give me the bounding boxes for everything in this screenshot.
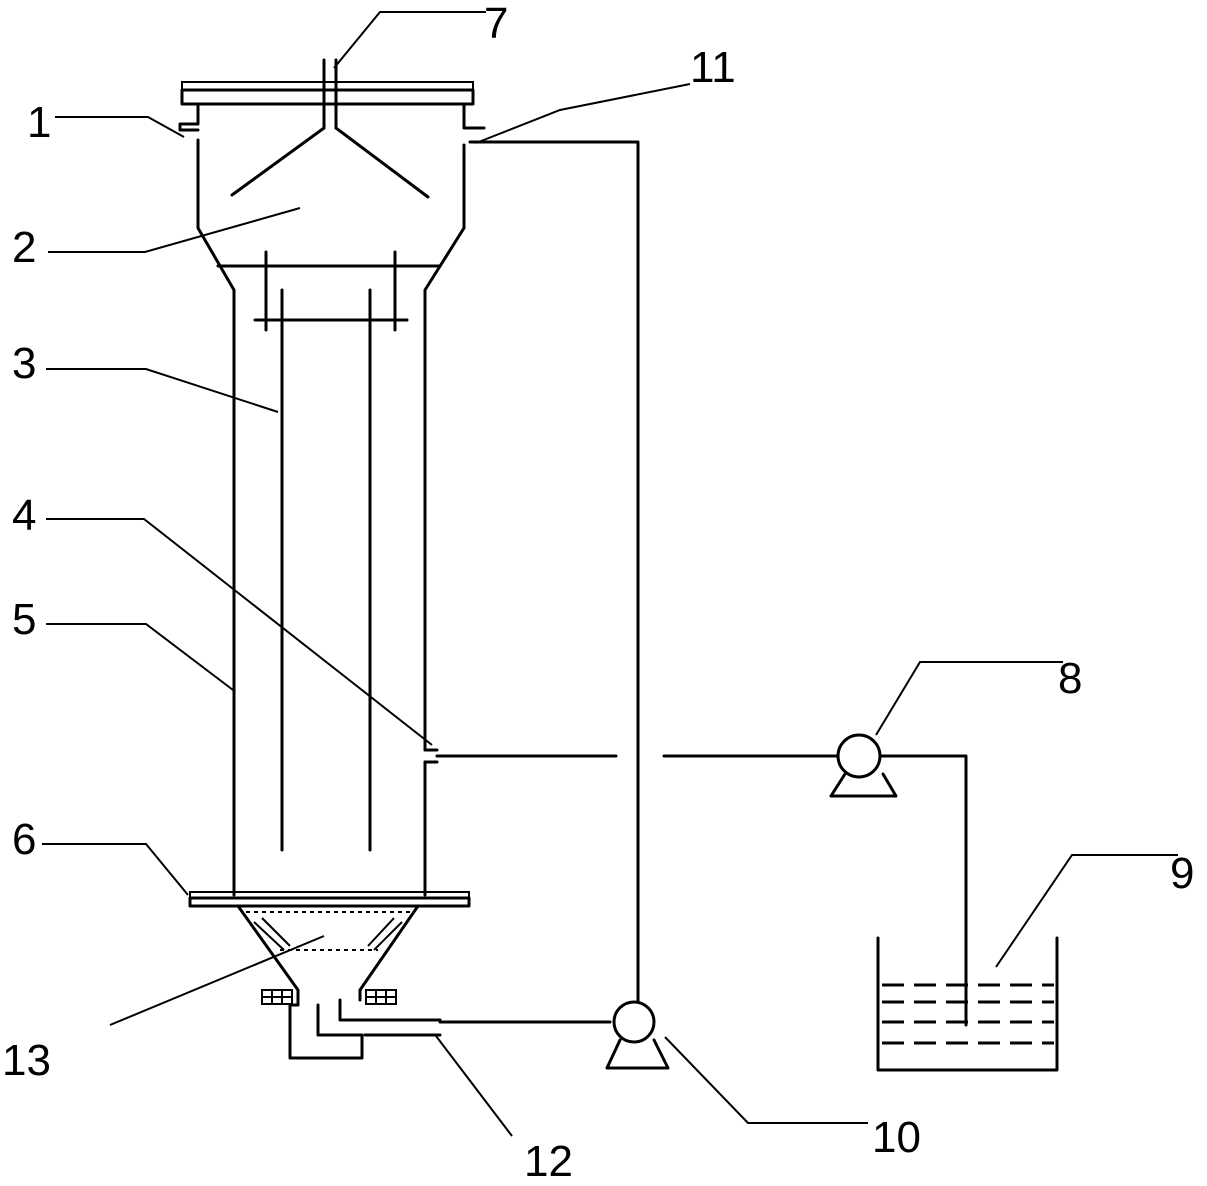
feed-pump [829,733,898,798]
label-13: 13 [2,1036,51,1085]
top-flange [180,81,475,106]
bottom-flange [188,891,471,908]
feed-pipe [423,748,968,1027]
bottom-cone [236,904,442,1060]
label-9: 9 [1170,849,1194,898]
reactor-head [178,102,486,897]
recirculation-pipe [363,140,640,1037]
circulation-pump [605,1000,670,1070]
spray-nozzle [230,58,430,199]
leader-lines [42,11,1178,1137]
label-7: 7 [484,0,508,48]
label-11: 11 [690,43,736,92]
liquid-tank [876,936,1059,1072]
label-3: 3 [12,339,36,388]
label-12: 12 [524,1137,573,1186]
label-8: 8 [1058,654,1082,703]
label-4: 4 [12,491,36,540]
label-2: 2 [12,223,36,272]
label-5: 5 [12,595,36,644]
label-10: 10 [872,1113,921,1162]
label-1: 1 [27,98,51,147]
label-6: 6 [12,815,36,864]
membrane-tubes [253,250,409,852]
